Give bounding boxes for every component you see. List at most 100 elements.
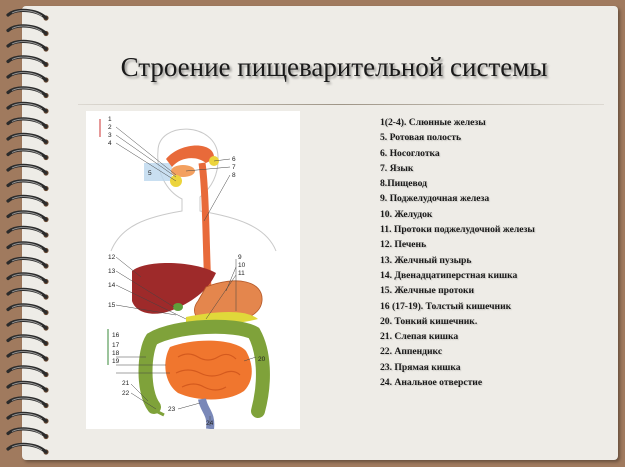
label-20: 20: [258, 356, 266, 363]
binding-ring: [6, 179, 48, 191]
legend-item: 20. Тонкий кишечник.: [380, 315, 478, 327]
binding-ring-highlight: [11, 41, 43, 48]
binding-ring: [6, 396, 48, 408]
label-14: 14: [108, 282, 116, 289]
binding-ring: [6, 380, 48, 392]
binding-ring-highlight: [11, 196, 43, 203]
binding-ring: [6, 39, 48, 51]
binding-ring-highlight: [11, 397, 43, 404]
binding-ring-highlight: [11, 304, 43, 311]
binding-ring: [6, 241, 48, 253]
binding-ring: [6, 70, 48, 82]
label-4: 4: [108, 140, 112, 147]
label-10: 10: [238, 262, 246, 269]
legend-item: 7. Язык: [380, 162, 414, 174]
binding-ring-highlight: [11, 72, 43, 79]
binding-ring-highlight: [11, 413, 43, 420]
label-7: 7: [232, 164, 236, 171]
binding-ring-highlight: [11, 25, 43, 32]
label-6: 6: [232, 156, 236, 163]
binding-ring: [6, 427, 48, 439]
binding-ring-highlight: [11, 289, 43, 296]
label-3: 3: [108, 132, 112, 139]
binding-ring-highlight: [11, 242, 43, 249]
binding-ring-highlight: [11, 180, 43, 187]
binding-ring-highlight: [11, 351, 43, 358]
binding-ring-highlight: [11, 258, 43, 265]
binding-ring: [6, 272, 48, 284]
legend-item: 23. Прямая кишка: [380, 361, 461, 373]
legend-item: 13. Желчный пузырь: [380, 254, 472, 266]
binding-ring-highlight: [11, 87, 43, 94]
binding-ring: [6, 86, 48, 98]
legend-item: 22. Аппендикс: [380, 346, 443, 358]
binding-ring: [6, 287, 48, 299]
legend-item: 10. Желудок: [380, 208, 433, 220]
label-2: 2: [108, 124, 112, 131]
label-1: 1: [108, 116, 112, 123]
label-21: 21: [122, 380, 130, 387]
binding-ring-highlight: [11, 366, 43, 373]
binding-ring: [6, 411, 48, 423]
binding-ring: [6, 8, 48, 20]
binding-ring-highlight: [11, 134, 43, 141]
binding-ring: [6, 194, 48, 206]
label-19: 19: [112, 358, 120, 365]
binding-ring: [6, 256, 48, 268]
small-intestine: [165, 340, 252, 400]
legend-item: 14. Двенадцатиперстная кишка: [380, 269, 518, 281]
binding-ring: [6, 318, 48, 330]
binding-ring: [6, 163, 48, 175]
label-23: 23: [168, 406, 176, 413]
appendix: [151, 407, 165, 417]
binding-ring: [6, 148, 48, 160]
label-11: 11: [238, 270, 245, 277]
binding-ring-highlight: [11, 335, 43, 342]
label-22: 22: [122, 390, 130, 397]
binding-ring: [6, 132, 48, 144]
binding-ring-highlight: [11, 56, 43, 63]
tongue: [171, 165, 195, 177]
binding-ring: [6, 117, 48, 129]
binding-ring-highlight: [11, 211, 43, 218]
binding-ring: [6, 225, 48, 237]
label-8: 8: [232, 172, 236, 179]
binding-ring-highlight: [11, 227, 43, 234]
label-15: 15: [108, 302, 116, 309]
binding-ring: [6, 101, 48, 113]
slide-title: Строение пищеварительной системы: [120, 52, 548, 82]
label-16: 16: [112, 332, 120, 339]
binding-ring: [6, 210, 48, 222]
label-18: 18: [112, 350, 120, 357]
binding-ring-highlight: [11, 118, 43, 125]
large-intestine: [138, 319, 270, 418]
label-13: 13: [108, 268, 116, 275]
legend-item: 1(2-4). Слюнные железы: [380, 117, 486, 128]
label-24: 24: [206, 420, 214, 427]
spiral-binding: [6, 8, 49, 455]
legend-item: 15. Желчные протоки: [380, 285, 475, 297]
label-5: 5: [148, 170, 152, 177]
gallbladder: [173, 303, 183, 311]
binding-ring: [6, 334, 48, 346]
binding-ring-highlight: [11, 428, 43, 435]
binding-ring: [6, 55, 48, 67]
label-12: 12: [108, 254, 116, 261]
legend-item: 11. Протоки поджелудочной железы: [380, 224, 535, 236]
binding-ring: [6, 442, 48, 454]
legend-item: 5. Ротовая полость: [380, 132, 462, 144]
legend-item: 9. Поджелудочная железа: [380, 193, 490, 205]
title-divider: [78, 104, 604, 105]
legend-item: 24. Анальное отверстие: [380, 377, 483, 389]
liver: [132, 262, 216, 314]
legend-item: 21. Слепая кишка: [380, 331, 459, 343]
label-17: 17: [112, 342, 120, 349]
binding-ring-highlight: [11, 10, 43, 17]
binding-ring-highlight: [11, 320, 43, 327]
binding-ring: [6, 365, 48, 377]
binding-ring-highlight: [11, 444, 43, 451]
legend-item: 16 (17-19). Толстый кишечник: [380, 300, 512, 312]
label-9: 9: [238, 254, 242, 261]
binding-ring: [6, 303, 48, 315]
binding-ring-highlight: [11, 382, 43, 389]
